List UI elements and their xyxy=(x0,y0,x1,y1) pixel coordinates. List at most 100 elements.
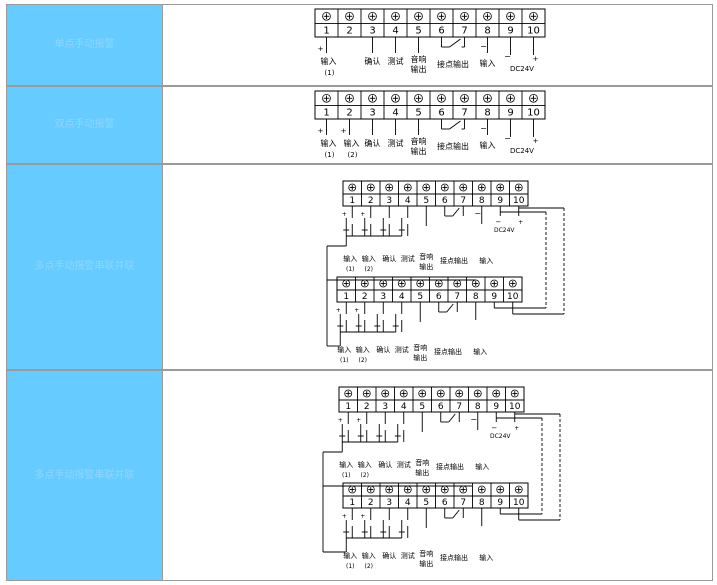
wire-line xyxy=(449,120,461,130)
diagram-label: + xyxy=(533,137,539,145)
terminal-number: 1 xyxy=(323,26,329,37)
terminal-number: 5 xyxy=(415,108,421,119)
diagram-label: 测试 xyxy=(395,345,409,354)
diagram-label: 音响 xyxy=(419,252,433,261)
diagram-label: − xyxy=(495,218,501,226)
terminal-number: 10 xyxy=(527,26,540,37)
terminal-number: 2 xyxy=(368,498,374,508)
diagram-label: 输入 xyxy=(475,462,489,471)
terminal-number: 1 xyxy=(323,108,329,119)
row-label: 多点手动报警串联并联 xyxy=(34,261,135,272)
terminal-number: 9 xyxy=(493,402,499,412)
terminal-number: 3 xyxy=(386,498,392,508)
diagram-label: + xyxy=(533,55,539,63)
terminal-number: 4 xyxy=(405,196,411,206)
terminal-number: 7 xyxy=(460,196,466,206)
diagram-label: 输出 xyxy=(413,353,427,362)
row-label-cell: 多点手动报警串联并联 xyxy=(7,371,163,580)
terminal-number: 2 xyxy=(364,402,370,412)
terminal-number: 9 xyxy=(497,498,503,508)
diagram-label: − xyxy=(474,209,481,218)
diagram-label: 输入 xyxy=(321,138,337,148)
diagram-label: 接点输出 xyxy=(440,553,468,562)
diagram-label: + xyxy=(360,211,365,218)
terminal-number: 8 xyxy=(479,196,485,206)
terminal-number: 3 xyxy=(369,108,375,119)
diagram-label: − xyxy=(480,42,487,51)
diagram-label: 输入 xyxy=(362,551,376,560)
diagram-label: 音响 xyxy=(415,458,429,467)
wire-line xyxy=(452,207,460,217)
diagram-label: 输入 xyxy=(473,347,487,356)
wire-line xyxy=(448,413,456,423)
diagram-label: 音响 xyxy=(413,343,427,352)
diagram-label: (1) xyxy=(346,266,355,273)
diagram-label: (1) xyxy=(325,151,335,159)
diagram-label: (2) xyxy=(365,563,374,570)
terminal-number: 1 xyxy=(343,292,349,302)
diagram-label: + xyxy=(341,127,347,135)
diagram-label: − xyxy=(504,134,511,143)
terminal-number: 9 xyxy=(497,196,503,206)
terminal-number: 3 xyxy=(386,196,392,206)
diagram-label: 测试 xyxy=(401,254,415,263)
diagram-label: + xyxy=(338,417,343,424)
diagram-label: 接点输出 xyxy=(437,141,469,151)
diagram-label: 输入 xyxy=(356,345,370,354)
terminal-number: 9 xyxy=(507,108,513,119)
terminal-number: 10 xyxy=(513,196,525,206)
terminal-number: 6 xyxy=(438,108,444,119)
diagram-label: 测试 xyxy=(401,551,415,560)
diagram-label: 确认 xyxy=(365,138,381,148)
diagram-label: 确认 xyxy=(376,345,390,354)
terminal-number: 4 xyxy=(392,26,398,37)
terminal-number: 6 xyxy=(442,196,448,206)
diagram-label: + xyxy=(318,127,324,135)
terminal-number: 5 xyxy=(423,196,429,206)
terminal-number: 2 xyxy=(362,292,368,302)
row-label: 单点手动报警 xyxy=(54,39,115,50)
terminal-number: 3 xyxy=(369,26,375,37)
terminal-number: 3 xyxy=(382,402,388,412)
terminal-number: 4 xyxy=(401,402,407,412)
terminal-number: 2 xyxy=(346,108,352,119)
terminal-number: 6 xyxy=(438,26,444,37)
diagram-label: DC24V xyxy=(510,65,534,73)
diagram-label: (2) xyxy=(365,266,374,273)
diagram-label: − xyxy=(470,415,477,424)
diagram-label: 音响 xyxy=(411,136,427,146)
wire-line xyxy=(449,38,461,48)
diagram-label: 测试 xyxy=(388,56,404,66)
terminal-number: 1 xyxy=(349,196,355,206)
terminal-number: 7 xyxy=(461,26,467,37)
terminal-number: 10 xyxy=(507,292,519,302)
diagram-label: 接点输出 xyxy=(434,347,462,356)
terminal-number: 6 xyxy=(438,402,444,412)
diagram-label: 输入 xyxy=(480,140,496,150)
diagram-label: 音响 xyxy=(419,549,433,558)
diagram-label: 测试 xyxy=(397,460,411,469)
terminal-number: 9 xyxy=(491,292,497,302)
terminal-number: 4 xyxy=(392,108,398,119)
diagram-label: + xyxy=(342,513,347,520)
diagram-label: 输入 xyxy=(343,254,357,263)
diagram-label: 确认 xyxy=(382,551,396,560)
diagram-label: (1) xyxy=(340,357,349,364)
terminal-number: 7 xyxy=(456,402,462,412)
terminal-number: 5 xyxy=(419,402,425,412)
diagram-label: 输入 xyxy=(479,256,493,265)
terminal-number: 7 xyxy=(461,108,467,119)
diagram-label: (1) xyxy=(342,472,351,479)
diagram-label: 输入 xyxy=(479,553,493,562)
diagram-label: 输出 xyxy=(411,146,427,156)
diagram-label: 确认 xyxy=(365,56,381,66)
